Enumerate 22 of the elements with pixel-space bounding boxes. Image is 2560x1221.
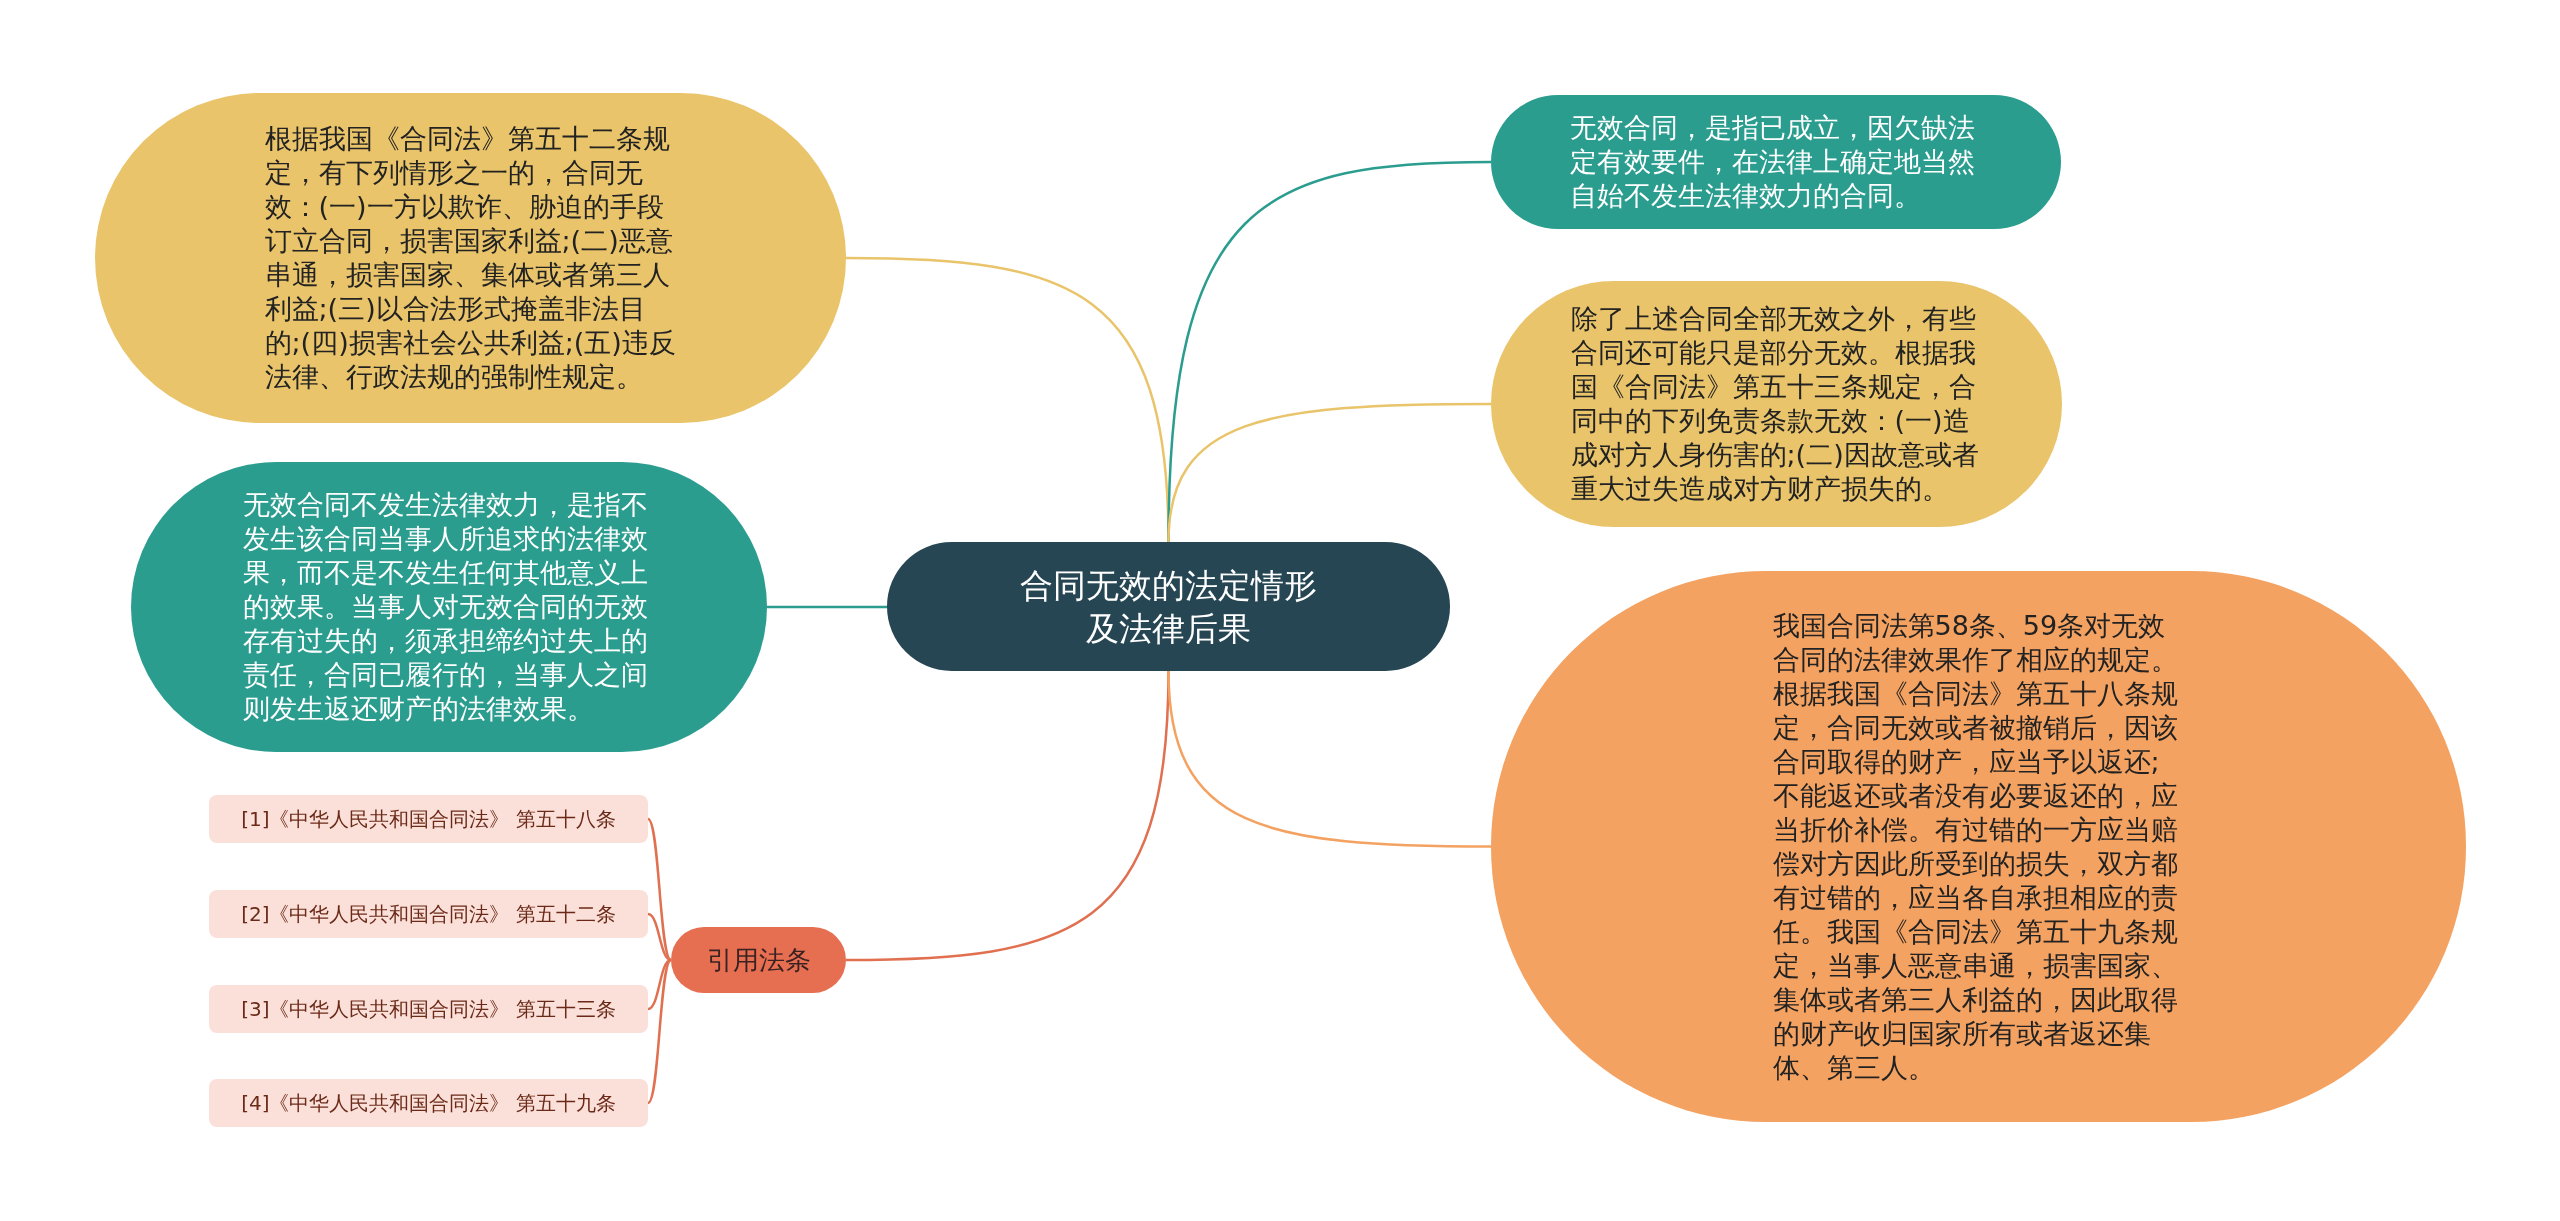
node-text: 我国合同法第58条、59条对无效合同的法律效果作了相应的规定。根据我国《合同法》第五十八条规定，合同无效或者被撤销后，因该合同取得的财产，应当予以返还;不能返还或者没有必要返还的，应当折价补偿。有过错的一方应当赔偿对方因此所受到的损失，双方都有过错的，应当各自承担相应的责任。我国《合同法》第五十九条规定，当事人恶意串通，损害国家、集体或者第三人利益的，因此取得的财产收归国家所有或者返还集体、第三人。 — [1772, 608, 2179, 1085]
connector-line — [1167, 402, 1491, 543]
reference-item — [209, 1079, 648, 1127]
connector-line — [647, 912, 672, 962]
connector-line — [767, 605, 887, 609]
connector-line — [647, 818, 672, 961]
connector-line — [647, 959, 672, 1104]
reference-item — [209, 890, 648, 938]
reference-item — [209, 985, 648, 1033]
connector-line — [647, 958, 672, 1011]
node-text: [1]《中华人民共和国合同法》 第五十八条 — [241, 806, 616, 832]
node-text: 合同无效的法定情形及法律后果 — [1019, 564, 1318, 650]
node-text: [3]《中华人民共和国合同法》 第五十三条 — [241, 996, 616, 1022]
connector-line — [1167, 670, 1491, 848]
node-text: 根据我国《合同法》第五十二条规定，有下列情形之一的，合同无效：(一)一方以欺诈、胁迫的手段订立合同，损害国家利益;(二)恶意串通，损害国家、集体或者第三人利益;(三)以合法形式掩盖非法目的;(四)损害社会公共利益;(五)违反法律、行政法规的强制性规定。 — [264, 122, 677, 394]
node-text: [4]《中华人民共和国合同法》 第五十九条 — [241, 1090, 616, 1116]
node-text: [2]《中华人民共和国合同法》 第五十二条 — [241, 901, 616, 927]
node-text: 除了上述合同全部无效之外，有些合同还可能只是部分无效。根据我国《合同法》第五十三条规定，合同中的下列免责条款无效：(一)造成对方人身伤害的;(二)因故意或者重大过失造成对方财产损失的。 — [1570, 302, 1980, 506]
node-text: 引用法条 — [706, 944, 811, 977]
node-text: 无效合同不发生法律效力，是指不发生该合同当事人所追求的法律效果，而不是不发生任何其他意义上的效果。当事人对无效合同的无效存有过失的，须承担缔约过失上的责任，合同已履行的，当事人之间则发生返还财产的法律效果。 — [243, 488, 649, 726]
node-text: 无效合同，是指已成立，因欠缺法定有效要件，在法律上确定地当然自始不发生法律效力的合同。 — [1570, 111, 1976, 213]
reference-item — [209, 795, 648, 843]
